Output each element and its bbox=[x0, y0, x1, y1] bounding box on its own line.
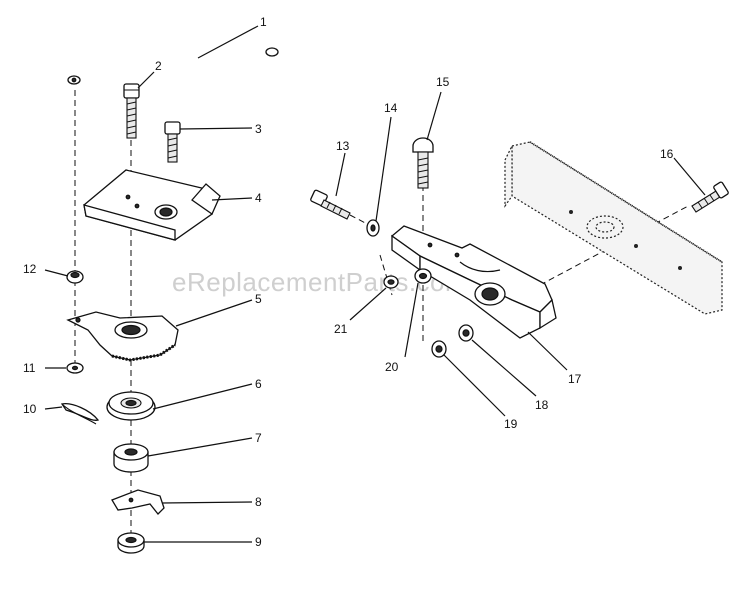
part-15-carriage-bolt bbox=[412, 137, 434, 189]
part-18-nut bbox=[458, 324, 474, 342]
callout-labels: 1 2 3 4 5 6 7 8 9 10 11 12 13 14 15 16 1… bbox=[23, 15, 674, 549]
part-10-cotter-pin bbox=[60, 403, 100, 425]
callout-19: 19 bbox=[504, 417, 518, 431]
callout-6: 6 bbox=[255, 377, 262, 391]
part-2-bolt bbox=[123, 83, 140, 139]
callout-15: 15 bbox=[436, 75, 450, 89]
callout-20: 20 bbox=[385, 360, 399, 374]
part-12-nut bbox=[66, 270, 84, 284]
part-6-disc bbox=[106, 391, 156, 421]
part-1-control-rod bbox=[67, 30, 279, 102]
callout-11: 11 bbox=[23, 361, 36, 375]
part-9-nut bbox=[117, 532, 145, 554]
callout-14: 14 bbox=[384, 101, 398, 115]
part-3-bolt bbox=[164, 121, 181, 163]
callout-9: 9 bbox=[255, 535, 262, 549]
part-8-clip bbox=[111, 489, 165, 515]
callout-16: 16 bbox=[660, 147, 674, 161]
callout-8: 8 bbox=[255, 495, 262, 509]
callout-7: 7 bbox=[255, 431, 262, 445]
part-20-nut bbox=[414, 268, 432, 284]
part-4-bracket bbox=[83, 169, 221, 241]
part-21-nut bbox=[383, 275, 399, 289]
frame-panel bbox=[504, 141, 723, 315]
part-5-sector-gear bbox=[66, 311, 179, 362]
callout-4: 4 bbox=[255, 191, 262, 205]
part-19-nut bbox=[431, 340, 447, 358]
callout-12: 12 bbox=[23, 262, 37, 276]
callout-13: 13 bbox=[336, 139, 350, 153]
callout-21: 21 bbox=[334, 322, 348, 336]
callout-1: 1 bbox=[260, 15, 267, 29]
callout-5: 5 bbox=[255, 292, 262, 306]
part-16-bolt bbox=[691, 181, 729, 213]
part-13-bolt bbox=[310, 189, 351, 220]
part-14-washer bbox=[366, 219, 380, 237]
leader-lines bbox=[44, 25, 706, 543]
callout-10: 10 bbox=[23, 402, 37, 416]
callout-3: 3 bbox=[255, 122, 262, 136]
part-7-spacer bbox=[113, 443, 149, 473]
callout-18: 18 bbox=[535, 398, 549, 412]
callout-17: 17 bbox=[568, 372, 582, 386]
part-17-bracket bbox=[390, 225, 557, 339]
callout-2: 2 bbox=[155, 59, 162, 73]
part-11-washer bbox=[66, 362, 84, 374]
